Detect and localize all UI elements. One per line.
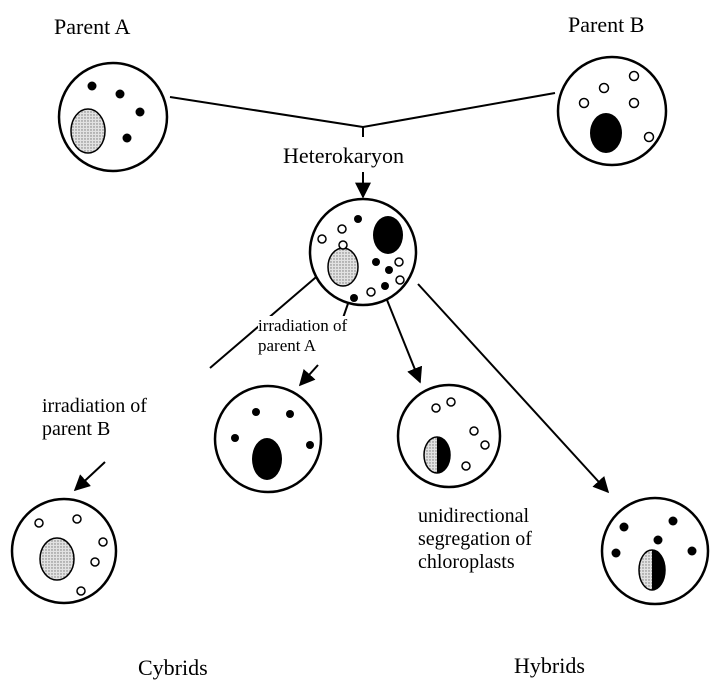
chloroplast-a <box>136 108 145 117</box>
chloroplast-b <box>318 235 326 243</box>
chloroplast-b <box>395 258 403 266</box>
chloroplast-a <box>385 266 393 274</box>
chloroplast-b <box>35 519 43 527</box>
arrow-to-a-irradiated-cell <box>300 365 318 385</box>
chloroplast-b <box>630 72 639 81</box>
chloroplast-a <box>306 441 314 449</box>
chloroplast-a <box>372 258 380 266</box>
label-irradiation-parent-b: irradiation of parent B <box>42 395 147 441</box>
chloroplast-b <box>339 241 347 249</box>
chloroplast-b <box>99 538 107 546</box>
chloroplast-b <box>470 427 478 435</box>
chloroplast-a <box>286 410 294 418</box>
chloroplast-a <box>88 82 97 91</box>
chloroplast-a <box>688 547 697 556</box>
segregating-hybrid-cell <box>398 385 500 487</box>
chloroplast-b <box>580 99 589 108</box>
heterokaryon-cell <box>310 199 416 305</box>
label-hybrids: Hybrids <box>514 653 585 678</box>
label-unidirectional-segregation: unidirectional segregation of chloroplas… <box>418 505 532 574</box>
chloroplast-a <box>669 517 678 526</box>
parent-a-cell <box>59 63 167 171</box>
parent-b-cell <box>558 57 666 165</box>
nucleus-parent-b <box>590 113 622 153</box>
nucleus-parent-a <box>328 248 358 286</box>
chloroplast-a <box>654 536 663 545</box>
chloroplast-a <box>116 90 125 99</box>
chloroplast-b <box>600 84 609 93</box>
chloroplast-b <box>481 441 489 449</box>
chloroplast-b <box>645 133 654 142</box>
chloroplast-b <box>91 558 99 566</box>
label-parent-b: Parent B <box>568 12 644 37</box>
label-irradiation-parent-a: irradiation of parent A <box>258 316 347 355</box>
chloroplast-a <box>620 523 629 532</box>
nucleus-parent-b <box>252 438 282 480</box>
chloroplast-a <box>612 549 621 558</box>
chloroplast-b <box>630 99 639 108</box>
chloroplast-b <box>432 404 440 412</box>
chloroplast-b <box>338 225 346 233</box>
chloroplast-b <box>73 515 81 523</box>
chloroplast-b <box>367 288 375 296</box>
nucleus-parent-a <box>40 538 74 580</box>
arrow-to-segregating-hybrid <box>385 295 420 382</box>
line-parent-b-to-fusion <box>363 93 555 127</box>
chloroplast-a <box>354 215 362 223</box>
chloroplast-b <box>396 276 404 284</box>
nucleus-parent-b <box>373 216 403 254</box>
chloroplast-b <box>77 587 85 595</box>
chloroplast-a <box>381 282 389 290</box>
cybrid-cell <box>12 499 116 603</box>
chloroplast-b <box>462 462 470 470</box>
arrow-to-cybrid <box>75 462 105 490</box>
label-parent-a: Parent A <box>54 14 130 39</box>
chloroplast-b <box>447 398 455 406</box>
a-irradiated-hybrid-cell <box>215 386 321 492</box>
chloroplast-a <box>231 434 239 442</box>
chloroplast-a <box>350 294 358 302</box>
hybrid-cell <box>602 498 708 604</box>
chloroplast-a <box>123 134 132 143</box>
line-parent-a-to-fusion <box>170 97 363 127</box>
label-heterokaryon: Heterokaryon <box>283 143 404 168</box>
chloroplast-a <box>252 408 260 416</box>
label-cybrids: Cybrids <box>138 655 208 680</box>
nucleus-parent-a <box>71 109 105 153</box>
